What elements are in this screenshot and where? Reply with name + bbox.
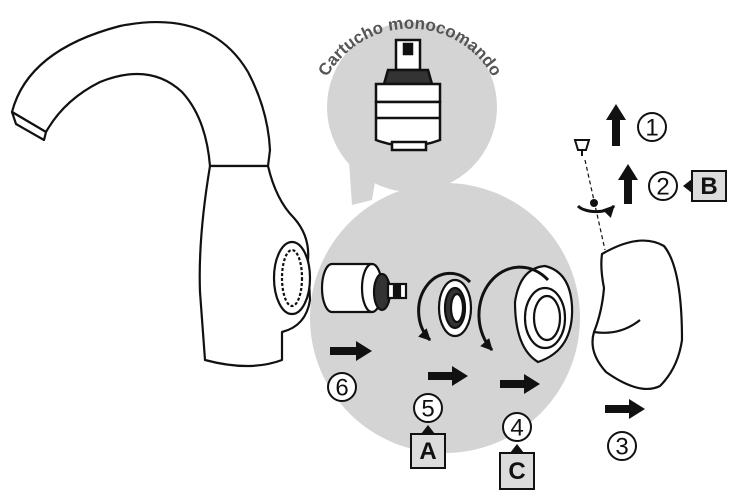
step-1: 1 [637,112,667,142]
svg-text:4: 4 [510,415,523,442]
svg-text:A: A [419,438,436,465]
arrow-icon [606,104,626,146]
step-6: 6 [327,372,357,402]
svg-text:2: 2 [656,174,669,201]
cartridge-removed-icon [320,262,408,314]
cap-icon [513,264,574,364]
step-4: 4 [502,412,532,442]
step-5: 5 [413,393,443,423]
rotate-icon [576,204,616,218]
svg-text:C: C [508,458,525,485]
arrow-icon [618,164,638,204]
screw-head-icon [590,199,598,207]
screw-icon [573,139,591,156]
svg-text:B: B [700,173,717,200]
arrow-icon [330,341,372,361]
arrow-icon [605,399,645,419]
arrow-icon [500,374,540,394]
step-3: 3 [607,431,637,461]
handle-icon [591,239,684,390]
rotate-icon [477,265,550,352]
svg-text:3: 3 [615,434,628,461]
tag-a: A [410,425,446,469]
nut-icon [437,278,473,338]
rotate-icon [417,271,472,342]
faucet-body [10,20,312,368]
tag-c: C [499,444,535,490]
arrows [330,104,645,419]
tag-b: B [683,170,727,202]
cartridge-icon [374,38,442,152]
axis-line [584,159,606,251]
svg-text:5: 5 [421,396,434,423]
svg-text:6: 6 [335,375,348,402]
svg-text:1: 1 [645,115,658,142]
arrow-icon [428,366,468,386]
step-2: 2 [648,171,678,201]
